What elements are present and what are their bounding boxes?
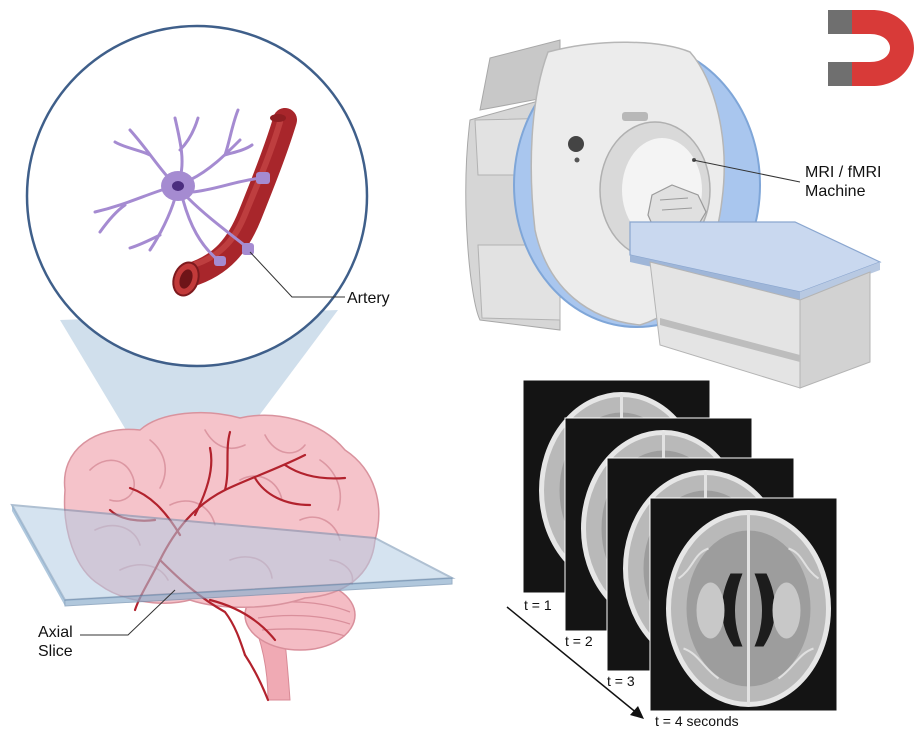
axial-label-line1: Axial: [38, 623, 73, 642]
frame-label-1: t = 1: [524, 597, 552, 613]
mri-label-line2: Machine: [805, 182, 865, 201]
scan-frame-4: [650, 498, 837, 711]
mri-machine-icon: [466, 40, 880, 388]
magnet-icon: [828, 10, 914, 86]
magnified-view: [27, 26, 367, 366]
time-series-frames: [523, 380, 837, 711]
frame-label-3: t = 3: [607, 673, 635, 689]
artery-label: Artery: [347, 289, 390, 308]
axial-label-line2: Slice: [38, 642, 73, 661]
frame-label-4: t = 4 seconds: [655, 713, 739, 729]
frame-label-2: t = 2: [565, 633, 593, 649]
mri-label-line1: MRI / fMRI: [805, 163, 881, 182]
